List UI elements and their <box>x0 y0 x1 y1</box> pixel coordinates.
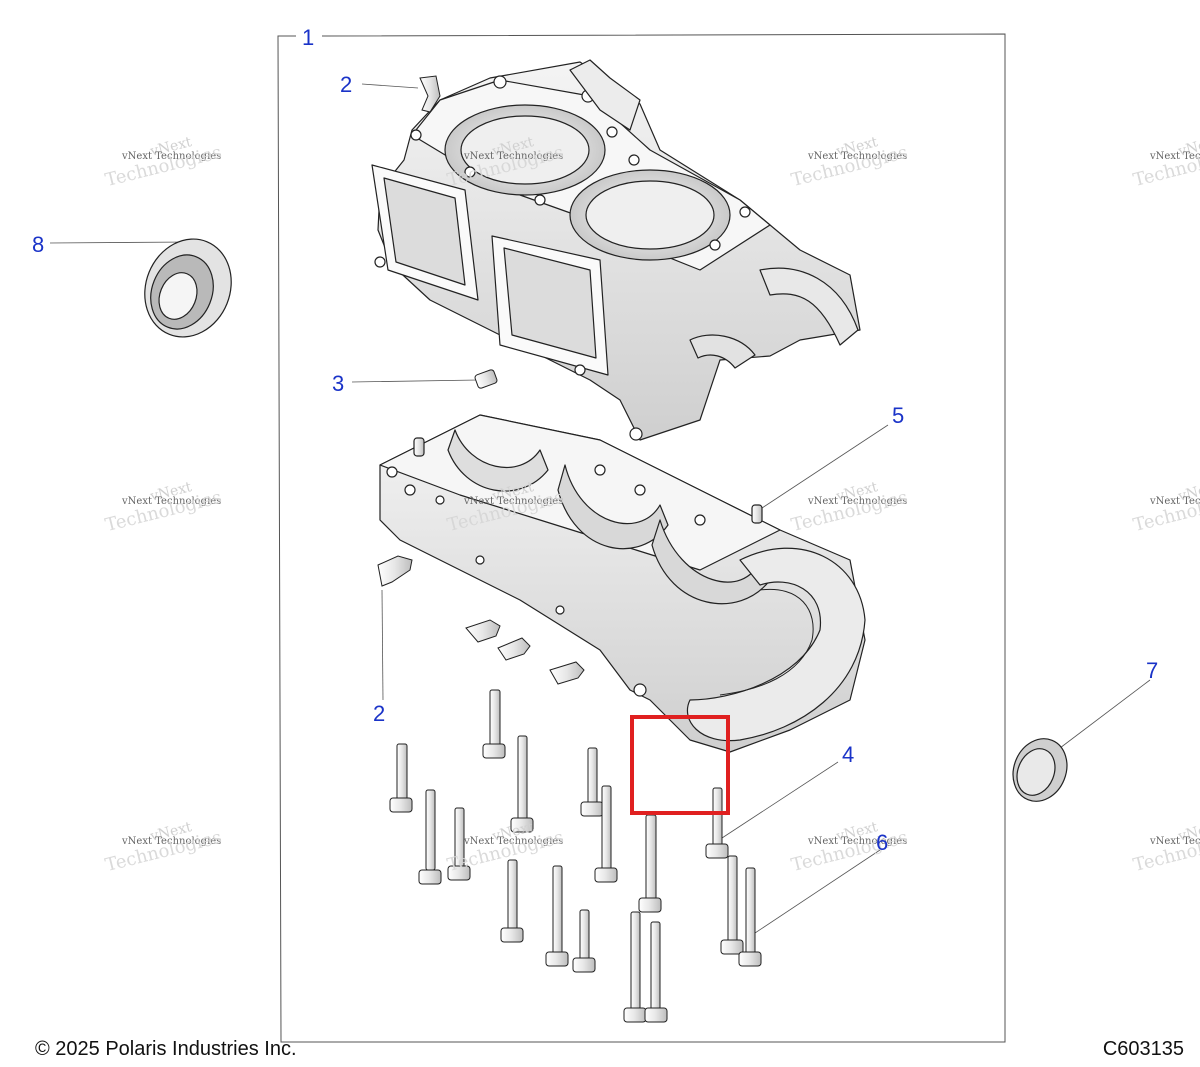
callout-5[interactable]: 5 <box>892 403 905 428</box>
assembly-frame <box>277 33 1006 1043</box>
callout-2-bottom[interactable]: 2 <box>373 701 386 726</box>
callout-4[interactable]: 4 <box>842 742 855 767</box>
diagram-code: C603135 <box>1102 1038 1184 1060</box>
seal-8 <box>144 238 232 338</box>
leader-lines <box>49 83 1151 936</box>
copyright-text: © 2025 Polaris Industries Inc. <box>35 1038 297 1060</box>
callout-1[interactable]: 1 <box>302 25 315 50</box>
highlight-box <box>630 715 730 815</box>
callout-7[interactable]: 7 <box>1146 658 1159 683</box>
seal-7 <box>1012 738 1068 802</box>
crankcase-bolts <box>389 689 762 1023</box>
callout-8[interactable]: 8 <box>32 232 45 257</box>
upper-crankcase <box>371 59 861 441</box>
callout-3[interactable]: 3 <box>332 371 345 396</box>
fittings <box>377 75 585 685</box>
callout-2-top[interactable]: 2 <box>340 72 353 97</box>
callout-6[interactable]: 6 <box>876 830 889 855</box>
lower-crankcase <box>379 414 866 753</box>
